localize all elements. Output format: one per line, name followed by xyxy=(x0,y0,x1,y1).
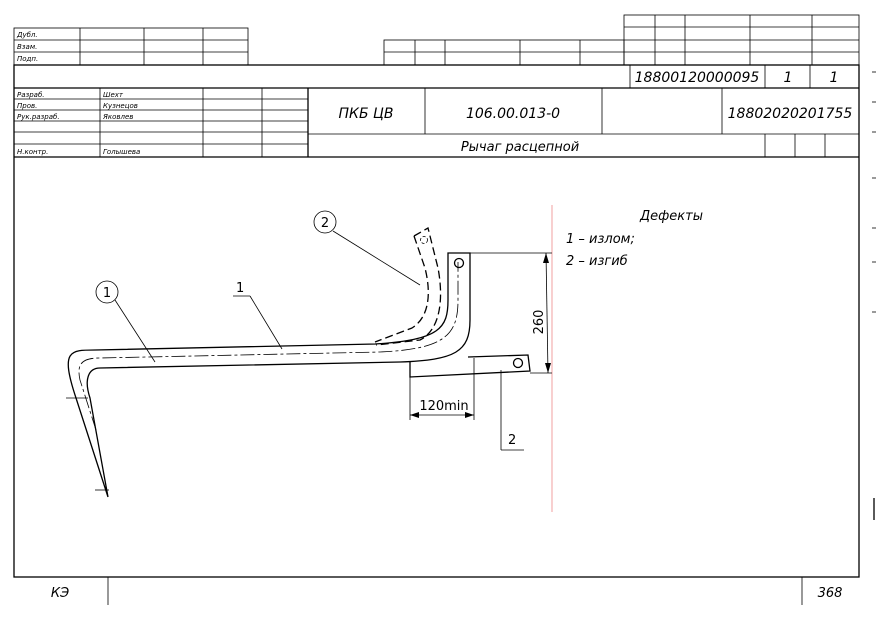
sheet-count: 1 xyxy=(830,70,839,86)
role-name: Шехт xyxy=(103,91,124,99)
part-name: Рычаг расцепной xyxy=(461,140,579,155)
top-stamp: Дубл. Взам. Подп. xyxy=(13,14,860,66)
footer: КЭ 368 xyxy=(51,577,843,605)
code-row: 18800120000095 1 1 xyxy=(14,65,859,89)
sheet-number: 1 xyxy=(784,70,793,86)
doc-code: 18800120000095 xyxy=(635,70,760,86)
page-number: 368 xyxy=(818,586,843,601)
legend-item-2: 2 – изгиб xyxy=(566,254,628,269)
part-number: 106.00.013-0 xyxy=(466,106,560,122)
role-label: Пров. xyxy=(17,102,37,110)
doc-type: КЭ xyxy=(51,586,69,601)
dim-120min: 120min xyxy=(419,399,468,414)
dim-260: 260 xyxy=(532,310,547,335)
leader-1-label: 1 xyxy=(236,281,244,296)
row-label-podp: Подп. xyxy=(17,55,38,63)
role-label: Рук.разраб. xyxy=(17,113,60,121)
row-label-vzam: Взам. xyxy=(17,43,37,51)
balloon-2 xyxy=(313,210,337,234)
edge-marks xyxy=(872,71,876,520)
doc-number: 18802020201755 xyxy=(728,106,853,122)
leader-2-label: 2 xyxy=(508,433,516,448)
organization: ПКБ ЦВ xyxy=(339,106,394,122)
row-label-dubl: Дубл. xyxy=(16,31,38,39)
balloon-2-label: 2 xyxy=(321,216,329,231)
role-name: Кузнецов xyxy=(103,102,138,110)
balloon-1 xyxy=(95,280,119,304)
role-name: Яковлев xyxy=(102,113,133,121)
part-drawing: 260 120min 1 2 1 2 xyxy=(66,205,553,512)
legend-title: Дефекты xyxy=(639,209,703,224)
legend-item-1: 1 – излом; xyxy=(566,232,635,247)
role-label: Н.контр. xyxy=(17,148,48,156)
defects-legend: Дефекты 1 – излом; 2 – изгиб xyxy=(566,209,703,269)
balloon-1-label: 1 xyxy=(103,286,111,301)
title-block: Разраб. Шехт Пров. Кузнецов Рук.разраб. … xyxy=(14,88,859,158)
role-name: Голышева xyxy=(103,148,140,156)
role-label: Разраб. xyxy=(17,91,45,99)
main-frame xyxy=(13,64,860,578)
